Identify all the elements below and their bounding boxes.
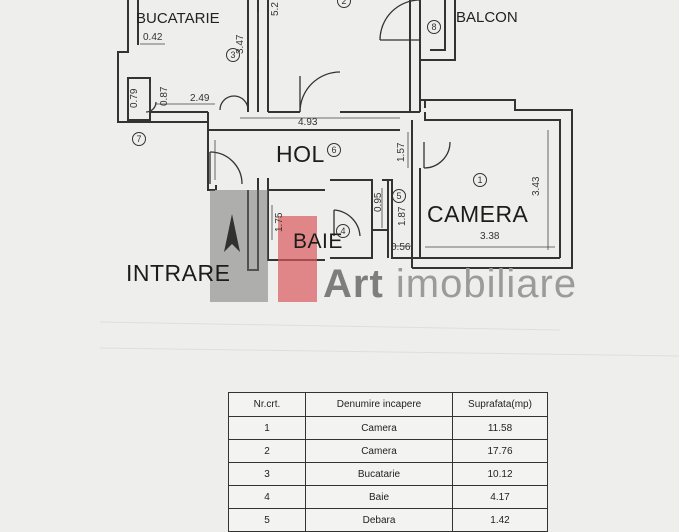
table-cell: 1.42 (452, 508, 548, 532)
table-row: 4 Baie 4.17 (228, 485, 548, 509)
table-cell: 10.12 (452, 462, 548, 486)
table-header-nr: Nr.crt. (228, 392, 306, 417)
table-header-suprafata: Suprafata(mp) (452, 392, 548, 417)
room-marker-1: 1 (473, 173, 487, 187)
scan-noise (99, 321, 679, 357)
table-cell: 4 (228, 485, 306, 509)
room-label-camera: CAMERA (427, 201, 529, 227)
room-marker-4: 4 (336, 224, 350, 238)
room-marker-8: 8 (427, 20, 441, 34)
logo-gray-block (210, 190, 268, 302)
table-cell: 11.58 (452, 416, 548, 440)
table-cell: 5 (228, 508, 306, 532)
room-marker-7: 7 (132, 132, 146, 146)
table-cell: 3 (228, 462, 306, 486)
room-label-bucatarie: BUCATARIE (136, 10, 220, 27)
logo-red-block (278, 216, 317, 302)
table-row: 1 Camera 11.58 (228, 416, 548, 440)
room-label-balcon: BALCON (456, 9, 518, 26)
logo-watermark (210, 190, 317, 302)
room-marker-3: 3 (226, 48, 240, 62)
table-cell: Bucatarie (305, 462, 453, 486)
dim-label-52: 5.2 (270, 2, 281, 16)
dim-label-095: 0.95 (373, 192, 384, 212)
doors (145, 0, 451, 237)
watermark-art: Art (323, 262, 384, 306)
table-cell: 17.76 (452, 439, 548, 463)
room-marker-6: 6 (327, 143, 341, 157)
room-label-intrare: INTRARE (126, 260, 231, 286)
table-cell: Debara (305, 508, 453, 532)
room-label-hol: HOL (276, 141, 325, 167)
dim-label-056: 0.56 (391, 242, 411, 253)
table-cell: 2 (228, 439, 306, 463)
table-header-denumire: Denumire incapere (305, 392, 453, 417)
dim-label-249: 2.49 (190, 93, 210, 104)
dim-label-493: 4.93 (298, 117, 318, 128)
dim-label-079: 0.79 (129, 88, 140, 108)
dim-label-087: 0.87 (159, 86, 170, 106)
dim-label-187: 1.87 (397, 206, 408, 226)
dim-label-338: 3.38 (480, 231, 500, 242)
table-row: 3 Bucatarie 10.12 (228, 462, 548, 486)
table-row: 5 Debara 1.42 (228, 508, 548, 532)
watermark-imobiliare: imobiliare (395, 262, 578, 306)
dim-label-343: 3.43 (531, 176, 542, 196)
area-table: Nr.crt. Denumire incapere Suprafata(mp) … (228, 392, 548, 532)
dim-label-157: 1.57 (396, 142, 407, 162)
table-cell: Camera (305, 439, 453, 463)
table-cell: Baie (305, 485, 453, 509)
room-marker-5: 5 (392, 189, 406, 203)
table-cell: Camera (305, 416, 453, 440)
table-cell: 4.17 (452, 485, 548, 509)
table-row: 2 Camera 17.76 (228, 439, 548, 463)
table-cell: 1 (228, 416, 306, 440)
dim-label-175: 1.75 (274, 212, 285, 232)
watermark-text: Art imobiliare (323, 262, 577, 307)
table-header-row: Nr.crt. Denumire incapere Suprafata(mp) (228, 392, 548, 417)
dim-label-042: 0.42 (143, 32, 163, 43)
room-label-baie: BAIE (293, 230, 343, 253)
dimension-lines (140, 12, 555, 250)
logo-arrow-icon (224, 214, 240, 252)
